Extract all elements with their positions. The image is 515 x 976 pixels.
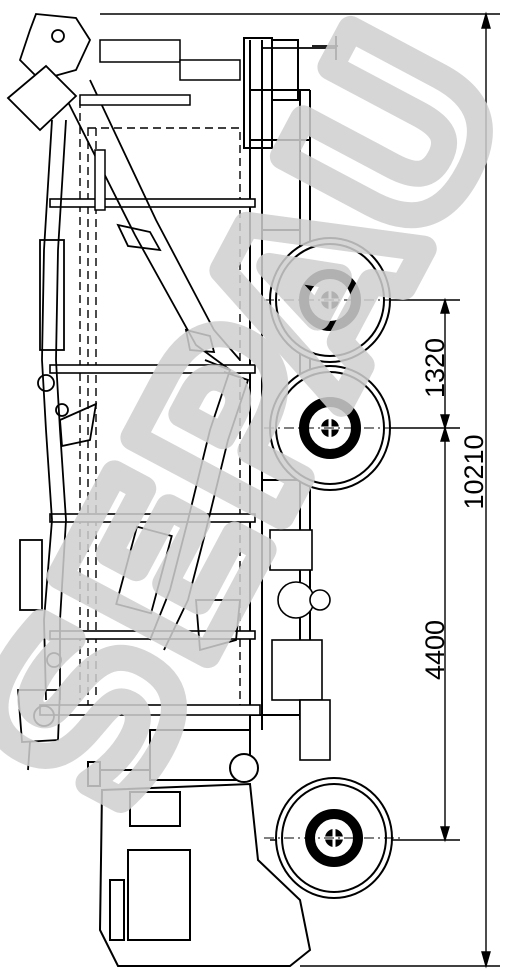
hydraulic-cylinders [79,39,241,211]
dimension-1320: 1320 [420,338,450,398]
dimension-10210: 10210 [459,434,489,509]
overall-length-dimension [100,11,500,969]
dimension-4400: 4400 [420,620,450,680]
watermark-text: SEPAU [0,0,515,859]
watermark: SEPAU [0,0,515,859]
centerlines [264,299,400,839]
grapple-head [6,13,338,132]
truck-cab [87,729,312,967]
crane-outer-boom [17,119,98,771]
chassis-equipment [269,529,331,761]
